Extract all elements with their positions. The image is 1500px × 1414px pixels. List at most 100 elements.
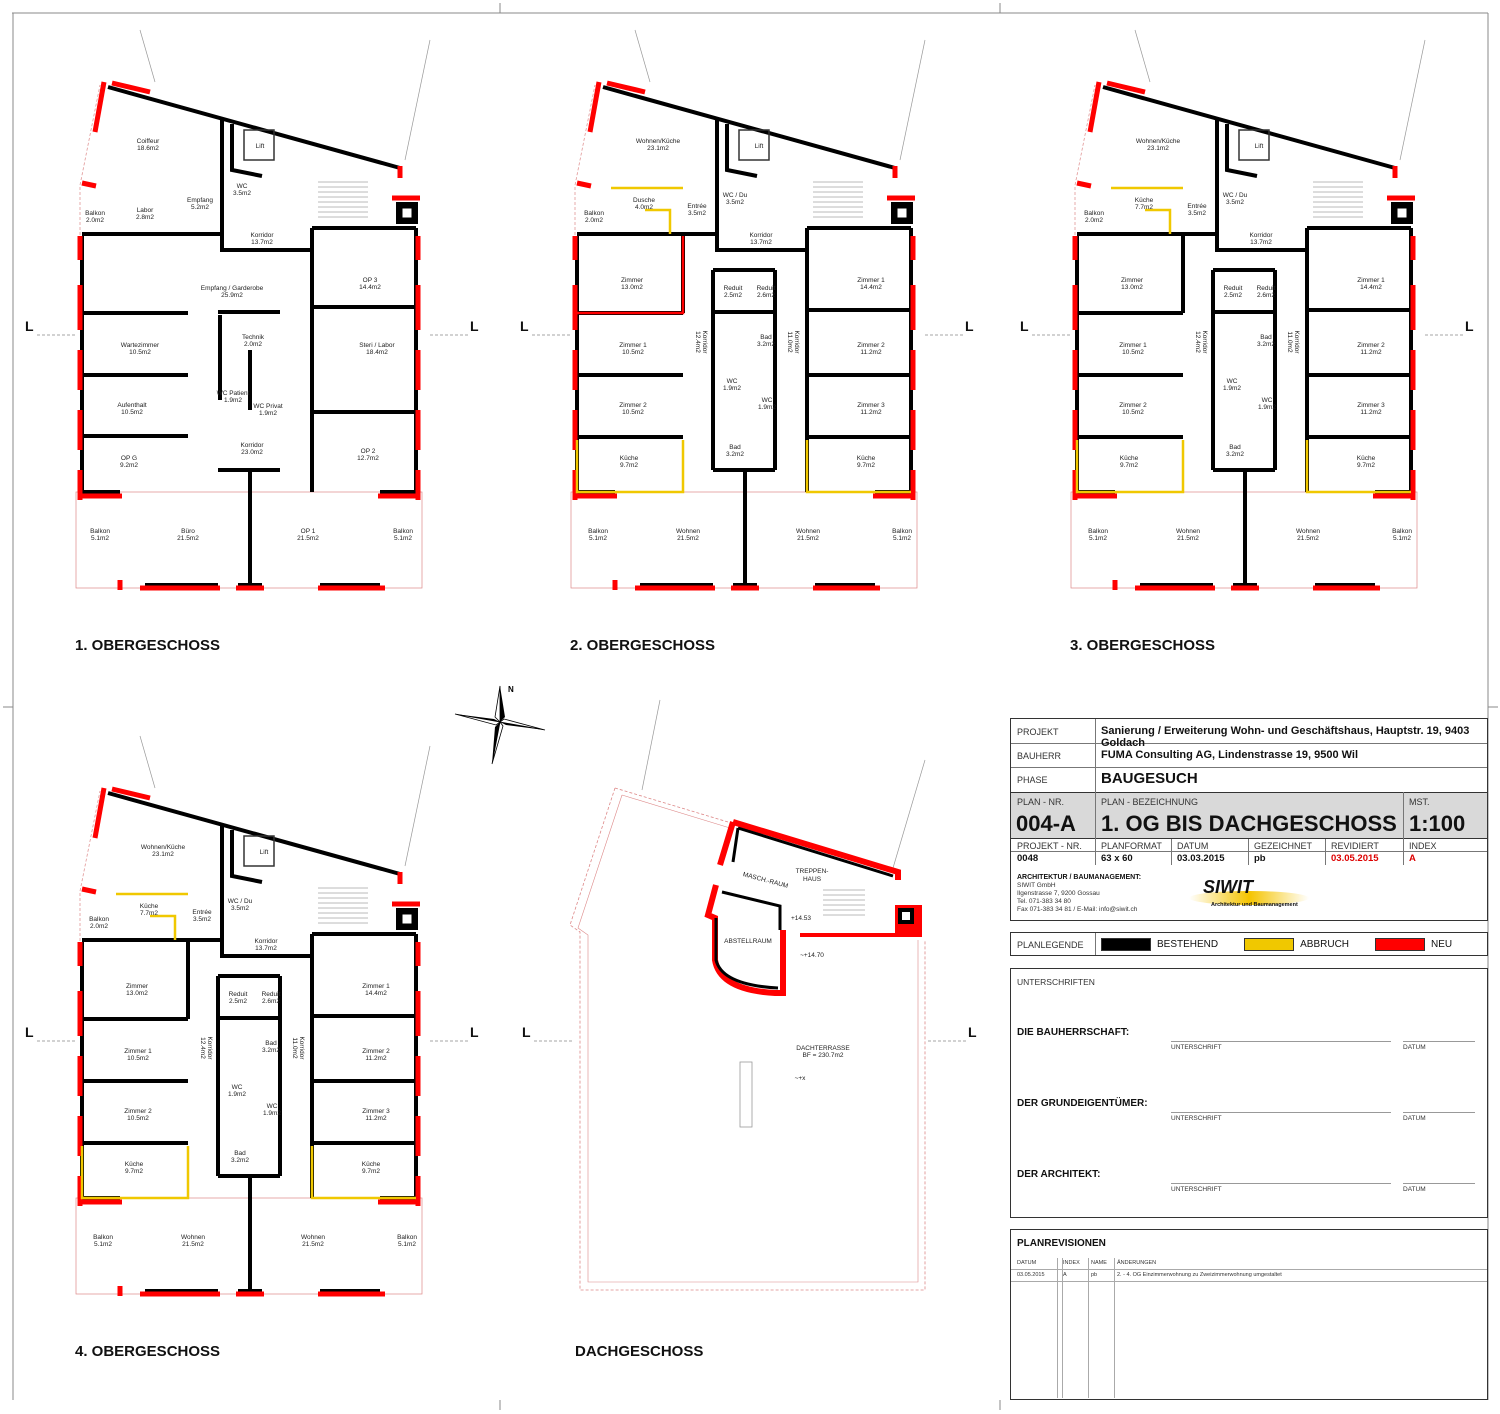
room-name: Zimmer 1 xyxy=(857,277,885,284)
legend-swatch xyxy=(1101,938,1151,951)
room-area: 11.0m2 xyxy=(1286,331,1293,353)
room-area: 13.0m2 xyxy=(621,284,643,291)
room-area: 10.5m2 xyxy=(622,349,644,356)
room-area: 11.2m2 xyxy=(365,1115,387,1122)
siwit-logo: SIWIT xyxy=(1203,877,1253,897)
room-area: 5.1m2 xyxy=(1089,535,1107,542)
signature-line[interactable] xyxy=(1171,1041,1391,1042)
existing-wall xyxy=(220,234,312,252)
existing-wall xyxy=(725,124,758,178)
room-label: Lift xyxy=(755,143,764,150)
room-area: 9.7m2 xyxy=(125,1168,143,1175)
room-area: 13.7m2 xyxy=(750,239,772,246)
room-area: 23.1m2 xyxy=(1147,145,1169,152)
date-line[interactable] xyxy=(1403,1041,1475,1042)
room-name: Aufenthalt xyxy=(117,402,146,409)
room-name: Bad xyxy=(760,334,772,341)
room-area: 5.2m2 xyxy=(191,204,209,211)
floor-title: 4. OBERGESCHOSS xyxy=(75,1343,220,1360)
section-marker: L xyxy=(25,318,34,334)
plan-bez-value: 1. OG BIS DACHGESCHOSS xyxy=(1101,811,1397,836)
balcony-railing xyxy=(79,790,101,941)
room-name: Zimmer 2 xyxy=(124,1108,152,1115)
room-label: Korridor12.4m2 xyxy=(694,330,708,354)
sheet-frame xyxy=(3,3,1498,1410)
room-name: Balkon xyxy=(892,528,912,535)
revision-column-header: NAME xyxy=(1091,1260,1107,1266)
room-area: 7.7m2 xyxy=(140,910,158,917)
room-name: Wohnen xyxy=(301,1234,325,1241)
room-name: Wohnen/Küche xyxy=(1136,138,1181,145)
new-wall xyxy=(1076,180,1092,189)
section-marker: L xyxy=(25,1024,34,1040)
room-name: Korridor xyxy=(298,1036,305,1060)
date-line[interactable] xyxy=(1403,1112,1475,1113)
room-name: WC xyxy=(237,183,248,190)
room-area: 9.7m2 xyxy=(1120,462,1138,469)
signatures-box: UNTERSCHRIFTEN DIE BAUHERRSCHAFT:UNTERSC… xyxy=(1010,968,1488,1218)
room-area: 25.9m2 xyxy=(221,292,243,299)
demolition-wall xyxy=(1075,440,1185,494)
room-area: 1.9m2 xyxy=(224,397,242,404)
signature-line[interactable] xyxy=(1171,1112,1391,1113)
room-area: 3.5m2 xyxy=(1226,199,1244,206)
meta-value: 03.03.2015 xyxy=(1177,853,1225,864)
legend-label: NEU xyxy=(1431,939,1453,950)
room-name: Lift xyxy=(1255,143,1264,150)
room-area: 2.5m2 xyxy=(1224,292,1242,299)
room-area: 5.1m2 xyxy=(91,535,109,542)
room-name: Zimmer 3 xyxy=(1357,402,1385,409)
room-name: WC Patient xyxy=(217,390,250,397)
existing-wall xyxy=(230,124,263,178)
new-wall xyxy=(1106,80,1146,95)
site-boundary xyxy=(139,29,156,83)
new-wall xyxy=(81,180,97,189)
room-label: Korridor12.4m2 xyxy=(199,1036,213,1060)
divider xyxy=(1248,839,1249,867)
divider xyxy=(1011,851,1487,852)
lift-shaft xyxy=(243,835,275,867)
projekt-value: Sanierung / Erweiterung Wohn- und Geschä… xyxy=(1101,725,1470,749)
lift-shaft xyxy=(1238,129,1270,161)
compass-north-label: N xyxy=(508,685,514,694)
date-caption: DATUM xyxy=(1403,1044,1426,1051)
room-name: Balkon xyxy=(1084,210,1104,217)
signature-line[interactable] xyxy=(1171,1183,1391,1184)
room-name: Bad xyxy=(1260,334,1272,341)
roof-edge xyxy=(569,787,926,1291)
room-name: Reduit xyxy=(229,991,248,998)
date-line[interactable] xyxy=(1403,1183,1475,1184)
room-area: 10.5m2 xyxy=(127,1115,149,1122)
legend-item: NEU xyxy=(1375,938,1452,951)
room-name: Balkon xyxy=(397,1234,417,1241)
dach-label: ~+14.70 xyxy=(800,952,824,959)
section-marker: L xyxy=(1020,318,1029,334)
room-name: Zimmer 2 xyxy=(1119,402,1147,409)
room-name: Korridor xyxy=(1293,330,1300,354)
room-area: 21.5m2 xyxy=(677,535,699,542)
section-marker: L xyxy=(1465,318,1474,334)
